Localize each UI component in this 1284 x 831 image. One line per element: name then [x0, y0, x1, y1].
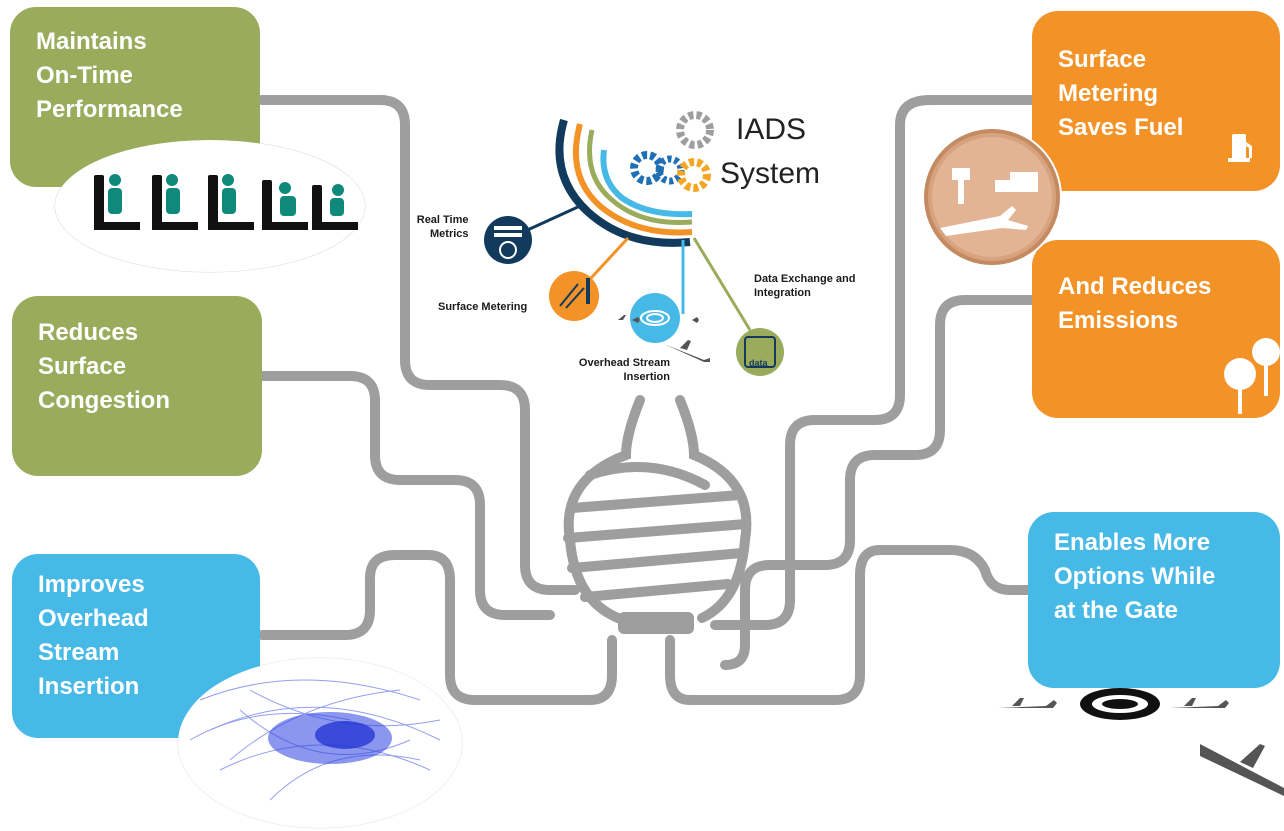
gate-line1: Enables More — [1054, 529, 1211, 556]
plane-icons-center — [608, 315, 710, 362]
overhead-stream-label: Overhead Stream Insertion — [565, 356, 670, 384]
pipe-overhead — [257, 550, 617, 705]
overhead-line2: Overhead — [38, 605, 149, 632]
benefit-fuel-box: Surface Metering Saves Fuel — [1032, 11, 1280, 191]
gears-icon — [630, 111, 714, 192]
data-exchange-label: Data Exchange and Integration — [754, 272, 855, 300]
benefit-gate-box: Enables More Options While at the Gate — [1028, 512, 1280, 688]
surface-metering-label: Surface Metering — [438, 301, 528, 313]
surface-line3: Congestion — [38, 387, 170, 414]
surface-line1: Reduces — [38, 319, 139, 346]
benefit-surface-box: Reduces Surface Congestion — [12, 296, 262, 476]
bulb-outline — [563, 395, 752, 623]
overhead-stream-icon — [630, 293, 680, 343]
benefit-emissions-box: And Reduces Emissions — [1032, 240, 1280, 418]
bulb-base — [618, 612, 694, 634]
gate-line3: at the Gate — [1054, 597, 1179, 624]
realtime-metrics-line2: Metrics — [430, 228, 469, 240]
iads-arc — [555, 118, 693, 247]
overhead-line1: Improves — [38, 571, 145, 598]
realtime-metrics-label: Real Time Metrics — [414, 213, 469, 241]
gate-line2: Options While — [1054, 563, 1216, 590]
data-exchange-line2: Integration — [754, 287, 811, 299]
iads-title-line2: System — [720, 157, 821, 190]
iads-title-line1: IADS — [736, 113, 807, 146]
ontime-line2: On-Time — [36, 62, 133, 89]
ontime-line3: Performance — [36, 96, 183, 123]
overhead-stream-line2: Insertion — [623, 371, 670, 383]
data-exchange-icon — [736, 328, 784, 376]
ontime-line1: Maintains — [36, 28, 147, 55]
pipe-network — [257, 95, 1037, 705]
gate-illustration — [998, 688, 1284, 796]
pipe-surface — [257, 371, 555, 620]
realtime-metrics-icon — [484, 216, 532, 264]
overhead-line3: Stream — [38, 639, 120, 666]
benefit-ontime-box: Maintains On-Time Performance — [10, 7, 260, 187]
pipe-emissions — [720, 295, 1037, 670]
data-exchange-line1: Data Exchange and — [754, 273, 856, 285]
iads-system-title: IADS System — [678, 98, 866, 202]
benefit-overhead-box: Improves Overhead Stream Insertion — [12, 554, 260, 738]
overhead-line4: Insertion — [38, 673, 140, 700]
fuel-line2: Metering — [1058, 80, 1159, 107]
surface-line2: Surface — [38, 353, 127, 380]
fuel-line1: Surface — [1058, 46, 1147, 73]
fuel-line3: Saves Fuel — [1058, 114, 1184, 141]
overhead-stream-line1: Overhead Stream — [578, 357, 670, 369]
pipe-gate — [665, 545, 1033, 705]
surface-metering-icon — [549, 271, 599, 321]
data-icon-text: data — [749, 358, 768, 368]
realtime-metrics-line1: Real Time — [416, 214, 469, 226]
emissions-line1: And Reduces — [1058, 273, 1212, 300]
pipe-fuel — [710, 95, 1037, 630]
emissions-line2: Emissions — [1058, 307, 1179, 334]
pipe-ontime — [257, 95, 580, 595]
